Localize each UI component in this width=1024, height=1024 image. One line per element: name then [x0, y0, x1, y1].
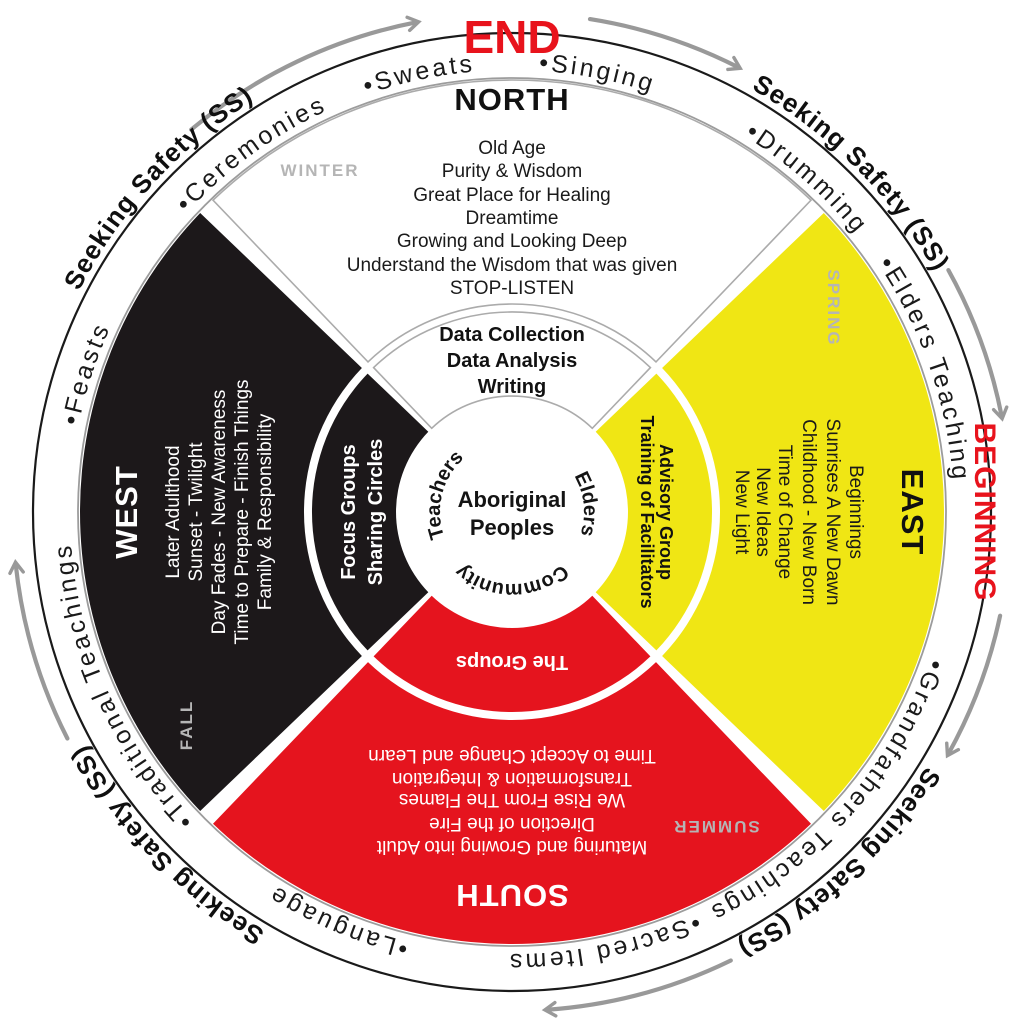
center-title-line2: Peoples — [470, 515, 554, 540]
end-label: END — [463, 11, 560, 63]
east-line: Childhood - New Born — [798, 419, 819, 605]
north-line: Purity & Wisdom — [442, 161, 582, 182]
arrow-bottom-right — [945, 613, 1003, 759]
north-lines: Old Age Purity & Wisdom Great Place for … — [347, 138, 678, 299]
west-line: Later Adulthood — [163, 445, 184, 578]
east-title: EAST — [895, 469, 930, 556]
west-title: WEST — [109, 465, 144, 559]
west-season-fall: FALL — [177, 700, 196, 751]
east-line: Time of Change — [774, 445, 795, 579]
north-line: Great Place for Healing — [413, 185, 611, 206]
south-title: SOUTH — [455, 878, 569, 913]
north-line: Understand the Wisdom that was given — [347, 255, 678, 276]
east-line: New Light — [731, 470, 752, 555]
east-season-spring: SPRING — [824, 269, 843, 346]
east-quadrant-wedge — [662, 213, 944, 811]
south-line: Direction of the Fire — [429, 813, 595, 834]
east-band: Advisory Group Training of Facilitators — [637, 415, 676, 608]
south-quadrant: SOUTH SUMMER Maturing and Growing into A… — [368, 651, 760, 913]
center-title-line1: Aboriginal — [458, 487, 567, 512]
arrow-top-left — [189, 15, 422, 132]
east-line: Sunrises A New Dawn — [822, 419, 843, 606]
south-quadrant-wedge — [213, 662, 811, 944]
north-band-line: Data Analysis — [447, 350, 577, 372]
north-band: Data Collection Data Analysis Writing — [439, 324, 585, 398]
south-line: We Rise From The Flames — [399, 789, 625, 810]
west-line: Day Fades - New Awareness — [209, 390, 230, 635]
clockwise-flow-arrows — [8, 15, 1009, 1018]
south-line: Maturing and Growing into Adult — [376, 836, 647, 857]
east-line: New Ideas — [752, 467, 773, 557]
west-line: Sunset - Twilight — [186, 442, 207, 582]
east-band-line: Training of Facilitators — [637, 415, 657, 608]
north-title: NORTH — [454, 82, 569, 117]
south-inner-band — [373, 595, 651, 713]
west-inner-band — [311, 373, 429, 651]
north-season-winter: WINTER — [280, 161, 359, 180]
west-band: Focus Groups Sharing Circles — [338, 439, 387, 586]
east-inner-band — [595, 373, 713, 651]
east-line: Beginnings — [845, 465, 866, 559]
ring-inner-circle — [77, 77, 947, 947]
north-line: Old Age — [478, 138, 546, 159]
arrow-right — [946, 268, 1009, 422]
east-quadrant: EAST SPRING Beginnings Sunrises A New Da… — [637, 269, 930, 608]
north-band-line: Data Collection — [439, 324, 585, 346]
west-line: Family & Responsibility — [255, 413, 276, 610]
west-quadrant: WEST FALL Later Adulthood Sunset - Twili… — [109, 379, 387, 750]
north-line: Dreamtime — [466, 208, 559, 229]
west-quadrant-wedge — [80, 213, 362, 811]
west-lines: Later Adulthood Sunset - Twilight Day Fa… — [163, 379, 276, 644]
south-line: Transformation & Integration — [392, 768, 632, 789]
north-line: STOP-LISTEN — [450, 278, 574, 299]
north-inner-band — [372, 311, 652, 430]
west-band-line: Focus Groups — [338, 444, 360, 580]
arrow-bottom — [541, 958, 733, 1018]
arrow-top-right — [587, 17, 744, 72]
south-lines: Maturing and Growing into Adult Directio… — [368, 745, 656, 857]
north-band-line: Writing — [478, 376, 547, 398]
west-band-line: Sharing Circles — [365, 439, 387, 586]
west-line: Time to Prepare - Finish Things — [232, 379, 253, 644]
arrow-left — [8, 559, 70, 741]
east-band-line: Advisory Group — [656, 444, 676, 580]
south-season-summer: SUMMER — [672, 817, 760, 836]
north-quadrant: NORTH WINTER Old Age Purity & Wisdom Gre… — [280, 82, 677, 398]
beginning-label: BEGINNING — [968, 422, 1001, 601]
south-band-line: The Groups — [456, 651, 568, 673]
south-line: Time to Accept Change and Learn — [368, 745, 656, 766]
north-quadrant-wedge — [211, 79, 813, 364]
north-line: Growing and Looking Deep — [397, 231, 627, 252]
east-lines: Beginnings Sunrises A New Dawn Childhood… — [731, 419, 866, 606]
